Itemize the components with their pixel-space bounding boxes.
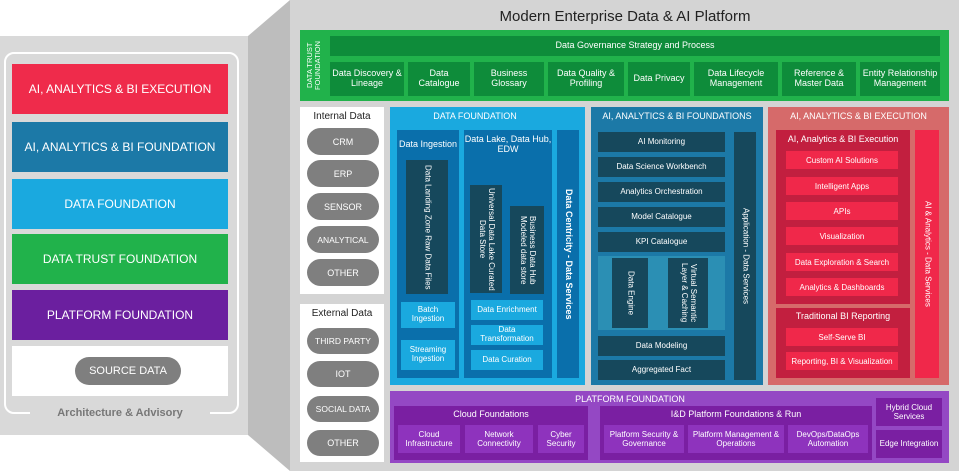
legend-footer: Architecture & Advisory	[30, 405, 210, 421]
legend-ai-foundation: AI, ANALYTICS & BI FOUNDATION	[12, 122, 228, 172]
intelligent-apps: Intelligent Apps	[786, 177, 898, 195]
data-foundation-title: DATA FOUNDATION	[433, 111, 517, 122]
ai-foundation-title: AI, ANALYTICS & BI FOUNDATIONS	[602, 111, 752, 122]
trust-item-privacy: Data Privacy	[628, 62, 690, 96]
data-enrichment: Data Enrichment	[471, 300, 543, 320]
apis: APIs	[786, 202, 898, 220]
trust-item-reference: Reference & Master Data	[782, 62, 856, 96]
legend-source-pill: SOURCE DATA	[75, 357, 181, 385]
streaming-ingestion: Streaming Ingestion	[401, 340, 455, 370]
universal-data-lake: Universal Data Lake Curated Data Store	[470, 185, 502, 293]
network-connectivity: Network Connectivity	[465, 425, 533, 453]
legend-ai-execution: AI, ANALYTICS & BI EXECUTION	[12, 64, 228, 114]
internal-data-title: Internal Data	[313, 111, 371, 123]
trust-item-glossary: Business Glossary	[474, 62, 544, 96]
devops-automation: DevOps/DataOps Automation	[788, 425, 868, 453]
edge-integration: Edge Integration	[876, 430, 942, 458]
legend-platform: PLATFORM FOUNDATION	[12, 290, 228, 340]
business-data-hub: Business Data Hub Modeled data store	[510, 206, 544, 294]
landing-zone: Data Landing Zone Raw Data Files	[406, 160, 448, 294]
cloud-title: Cloud Foundations	[453, 408, 529, 419]
external-pill-other: OTHER	[307, 430, 379, 456]
platform-title: PLATFORM FOUNDATION	[575, 393, 685, 404]
application-data-services: Application - Data Services	[734, 132, 756, 380]
trust-side-label: DATA TRUST FOUNDATION	[304, 40, 322, 90]
data-services: Data Centricity - Data Services	[557, 130, 579, 378]
model-catalogue: Model Catalogue	[598, 207, 725, 227]
trust-item-quality: Data Quality & Profiling	[548, 62, 624, 96]
ingestion-title: Data Ingestion	[398, 139, 458, 150]
cyber-security: Cyber Security	[538, 425, 584, 453]
external-data-title: External Data	[311, 308, 373, 320]
platform-security: Platform Security & Governance	[604, 425, 684, 453]
data-exploration: Data Exploration & Search	[786, 253, 898, 271]
hybrid-cloud-services: Hybrid Cloud Services	[876, 398, 942, 426]
legend-data-foundation: DATA FOUNDATION	[12, 179, 228, 229]
trust-strategy: Data Governance Strategy and Process	[330, 36, 940, 56]
ai-execution-title: AI, ANALYTICS & BI EXECUTION	[790, 111, 927, 122]
internal-pill-crm: CRM	[307, 128, 379, 155]
visualization: Visualization	[786, 227, 898, 245]
lake-title: Data Lake, Data Hub, EDW	[464, 134, 552, 154]
trust-item-discovery: Data Discovery & Lineage	[330, 62, 404, 96]
analytics-dashboards: Analytics & Dashboards	[786, 278, 898, 296]
trust-item-lifecycle: Data Lifecycle Management	[694, 62, 778, 96]
batch-ingestion: Batch Ingestion	[401, 302, 455, 328]
trust-item-entity: Entity Relationship Management	[860, 62, 940, 96]
traditional-bi-title: Traditional BI Reporting	[795, 311, 891, 322]
ai-analytics-data-services: AI & Analytics - Data Services	[915, 130, 939, 378]
data-curation: Data Curation	[471, 350, 543, 370]
self-serve-bi: Self-Serve BI	[786, 328, 898, 346]
internal-pill-analytical: ANALYTICAL	[307, 226, 379, 253]
internal-pill-erp: ERP	[307, 160, 379, 187]
external-pill-iot: IOT	[307, 361, 379, 387]
cloud-infrastructure: Cloud Infrastructure	[398, 425, 460, 453]
external-pill-third-party: THIRD PARTY	[307, 328, 379, 354]
trust-item-catalogue: Data Catalogue	[408, 62, 470, 96]
exec-title: AI, Analytics & BI Execution	[787, 134, 899, 145]
platform-management: Platform Management & Operations	[688, 425, 784, 453]
data-science-workbench: Data Science Workbench	[598, 157, 725, 177]
reporting-bi-visualization: Reporting, BI & Visualization	[786, 352, 898, 370]
external-pill-social: SOCIAL DATA	[307, 396, 379, 422]
analytics-orchestration: Analytics Orchestration	[598, 182, 725, 202]
data-transformation: Data Transformation	[471, 325, 543, 345]
legend-data-trust: DATA TRUST FOUNDATION	[12, 234, 228, 284]
kpi-catalogue: KPI Catalogue	[598, 232, 725, 252]
aggregated-fact: Aggregated Fact	[598, 360, 725, 380]
virtual-semantic-layer: Virtual Semantic Layer & Caching	[668, 258, 708, 328]
internal-pill-sensor: SENSOR	[307, 193, 379, 220]
data-engine: Data Engine	[612, 258, 648, 328]
data-modeling: Data Modeling	[598, 336, 725, 356]
page-title: Modern Enterprise Data & AI Platform	[499, 7, 751, 25]
id-platform-title: I&D Platform Foundations & Run	[670, 408, 802, 419]
custom-ai-solutions: Custom AI Solutions	[786, 151, 898, 169]
internal-pill-other: OTHER	[307, 259, 379, 286]
ai-monitoring: AI Monitoring	[598, 132, 725, 152]
